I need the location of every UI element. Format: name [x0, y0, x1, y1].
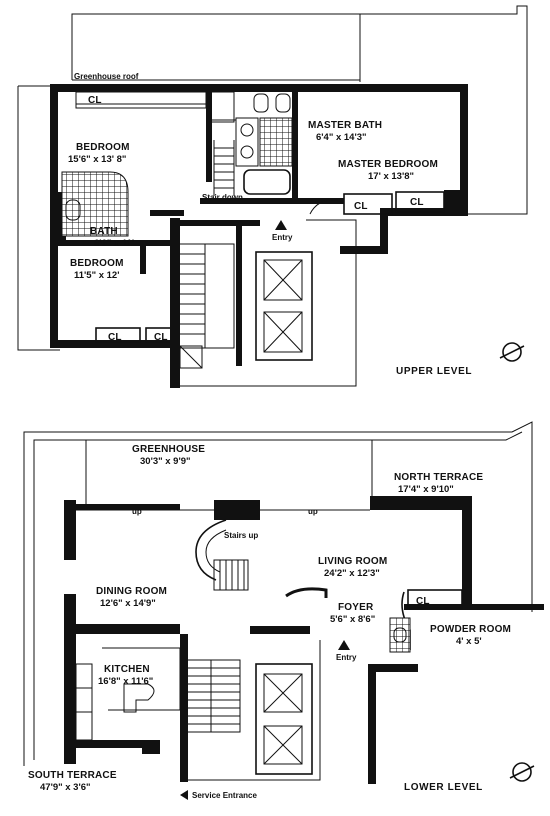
master-bath-dims: 6'4" x 14'3" [316, 132, 367, 143]
bath-name: BATH [90, 226, 118, 237]
upper-entry-label: Entry [272, 233, 293, 242]
living-room-name: LIVING ROOM [318, 556, 387, 567]
upper-elevators [255, 251, 313, 361]
bedroom-2-closet-label-2: CL [154, 332, 168, 343]
lower-level-label: LOWER LEVEL [404, 782, 483, 793]
upper-entry-arrow-icon [275, 220, 287, 230]
upper-stair-core [170, 218, 357, 388]
lower-entry-label: Entry [336, 653, 357, 662]
kitchen-island [123, 683, 155, 713]
upper-terrace-outline [17, 5, 528, 351]
powder-room-toilet-icon [393, 627, 407, 643]
lower-stair-core [180, 634, 321, 782]
kitchen-name: KITCHEN [104, 664, 150, 675]
master-closet-label-2: CL [410, 197, 424, 208]
bath-tiled-floor [61, 171, 129, 237]
master-bath-shower [259, 117, 293, 167]
bedroom-2-closet-label-1: CL [108, 332, 122, 343]
upper-bedroom-closet-label: CL [88, 95, 102, 106]
foyer-closet-label: CL [416, 596, 430, 607]
master-bath-sink-icon-2 [240, 145, 254, 159]
spiral-stairs [195, 519, 249, 591]
kitchen-dims: 16'8" x 11'6" [98, 676, 153, 687]
south-terrace-name: SOUTH TERRACE [28, 770, 117, 781]
master-bedroom-dims: 17' x 13'8" [368, 171, 414, 182]
master-bath-toilet-icon [253, 93, 269, 113]
foyer-dims: 5'6" x 8'6" [330, 614, 375, 625]
master-bedroom-name: MASTER BEDROOM [338, 159, 438, 170]
powder-room-tile [389, 617, 411, 653]
master-bath-sink-counter [235, 117, 259, 167]
bedroom-2-dims: 11'5" x 12' [74, 270, 119, 281]
master-bedroom-door [309, 199, 339, 215]
service-entrance-arrow-icon [180, 790, 188, 800]
north-terrace-name: NORTH TERRACE [394, 472, 483, 483]
foyer-partition [285, 587, 328, 598]
bedroom-1-name: BEDROOM [76, 142, 130, 153]
upper-stair-down [207, 91, 235, 196]
master-bath-sink-icon [240, 123, 254, 137]
bedroom-1-dims: 15'6" x 13' 8" [68, 154, 126, 165]
living-room-dims: 24'2" x 12'3" [324, 568, 380, 579]
upper-level-plan [17, 5, 528, 388]
master-bath-tub [243, 169, 291, 195]
south-terrace-dims: 47'9" x 3'6" [40, 782, 91, 793]
lower-elevators [255, 663, 313, 775]
powder-room-dims: 4' x 5' [456, 636, 482, 647]
master-bath-name: MASTER BATH [308, 120, 382, 131]
kitchen-counter [75, 663, 93, 741]
step-up-label-2: up [308, 507, 318, 516]
stairs-up-label: Stairs up [224, 531, 258, 540]
master-bath-toilet-icon-2 [275, 93, 291, 113]
greenhouse-roof-label: Greenhouse roof [74, 72, 139, 81]
upper-north-arrow-icon [499, 342, 525, 362]
greenhouse-name: GREENHOUSE [132, 444, 205, 455]
service-entrance-label: Service Entrance [192, 791, 257, 800]
greenhouse-roof-outline [71, 13, 361, 82]
dining-room-name: DINING ROOM [96, 586, 167, 597]
lower-level-plan [23, 421, 544, 800]
lower-north-arrow-icon [509, 762, 535, 782]
bath-dims: 6'6" x 11' [94, 238, 134, 249]
stair-down-label: Stair down [202, 193, 243, 202]
dining-room-dims: 12'6" x 14'9" [100, 598, 156, 609]
powder-room-name: POWDER ROOM [430, 624, 511, 635]
upper-level-label: UPPER LEVEL [396, 366, 472, 377]
bedroom-2-name: BEDROOM [70, 258, 124, 269]
greenhouse-dims: 30'3" x 9'9" [140, 456, 191, 467]
north-terrace-dims: 17'4" x 9'10" [398, 484, 454, 495]
lower-entry-arrow-icon [338, 640, 350, 650]
lower-terrace-outline [23, 421, 533, 766]
foyer-name: FOYER [338, 602, 374, 613]
bath-toilet-icon [65, 199, 81, 221]
master-closet-label-1: CL [354, 201, 368, 212]
step-up-label-1: up [132, 507, 142, 516]
